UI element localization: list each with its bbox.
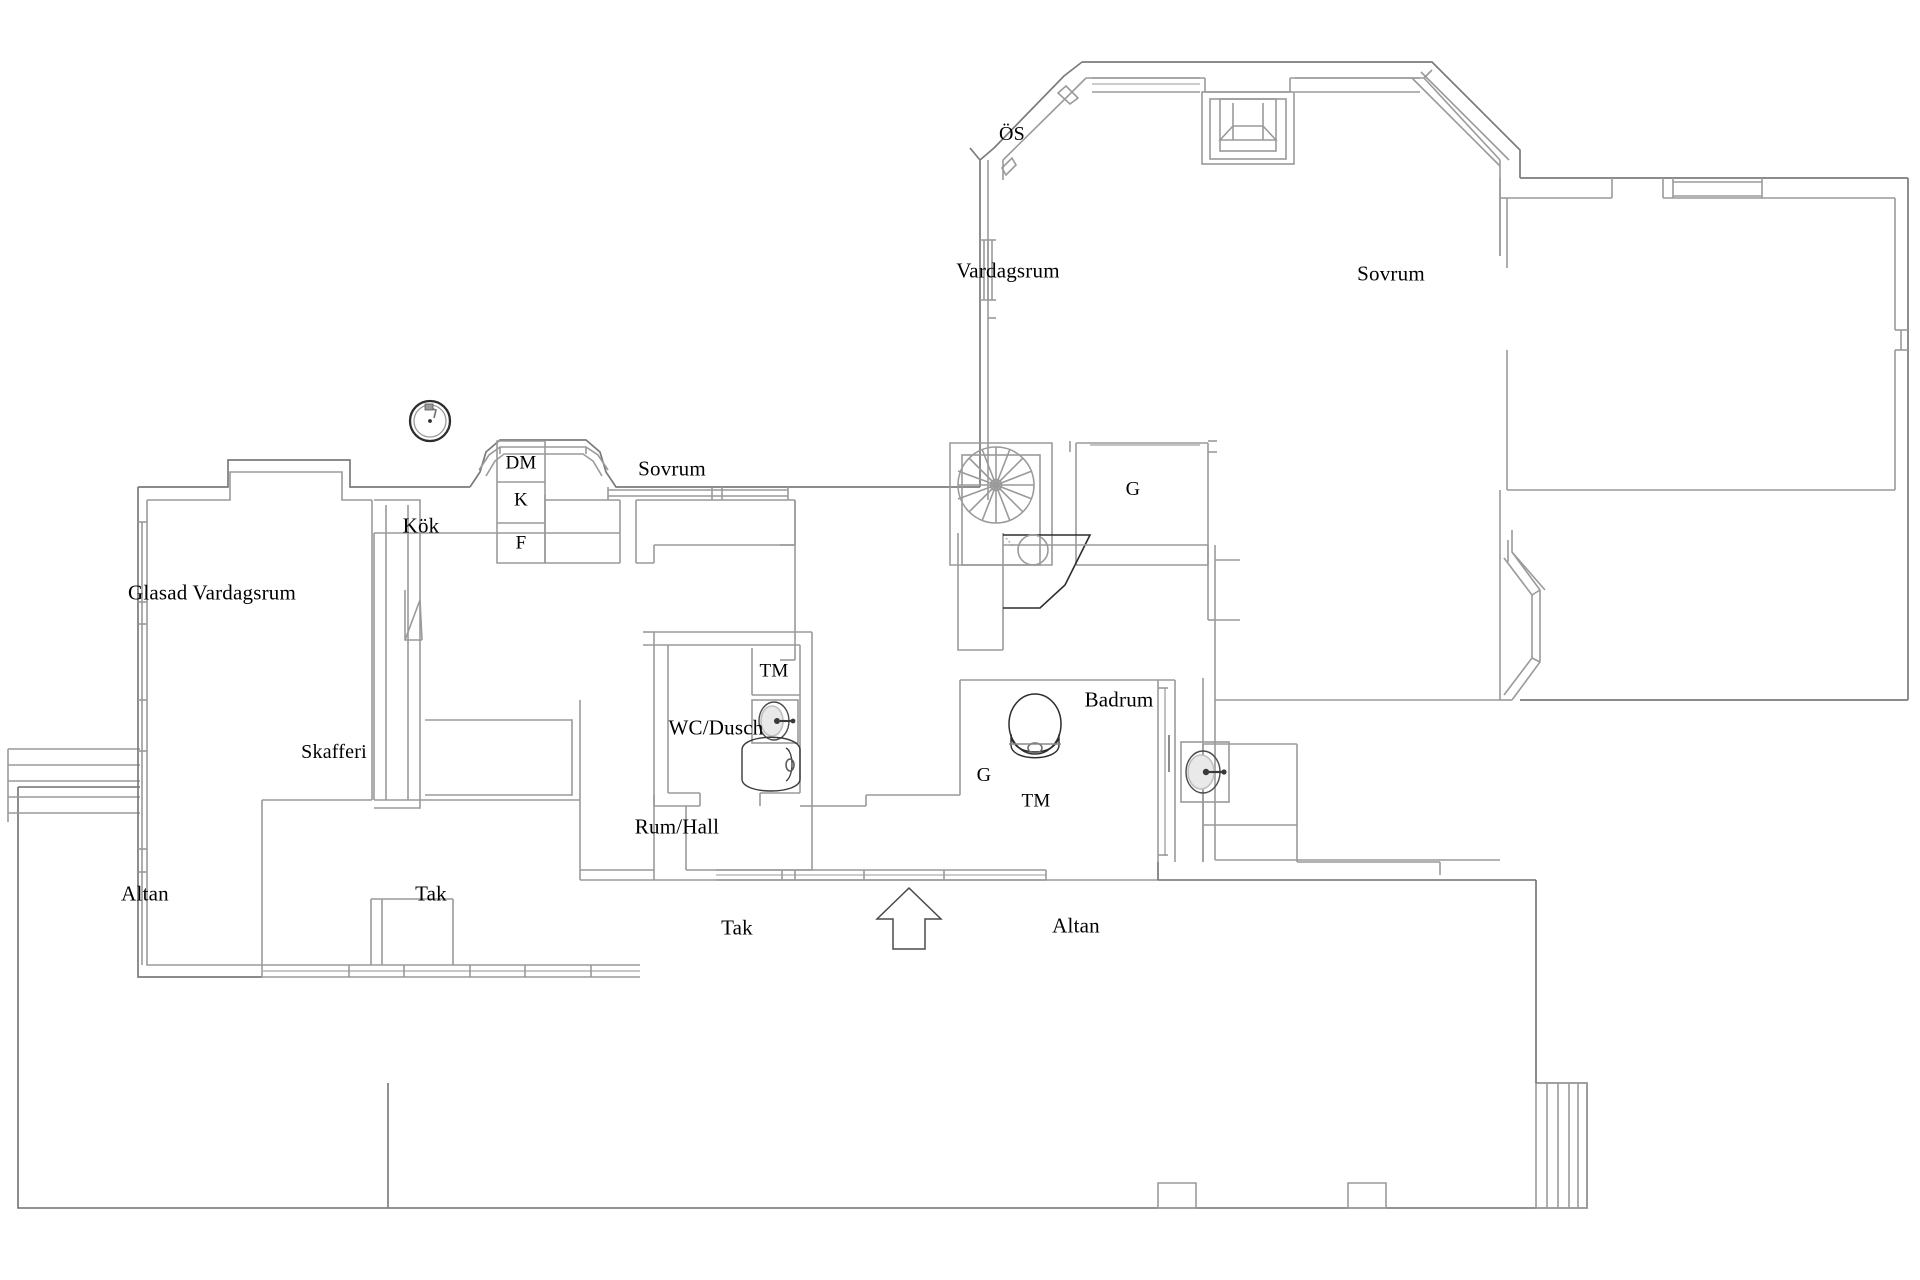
badrum-toilet-icon	[1008, 693, 1062, 759]
glasad-vardagsrum-walls	[146, 471, 373, 977]
wc-tm-unit	[751, 648, 800, 696]
left-deck-steps	[7, 748, 140, 822]
g-upper-door	[1069, 440, 1217, 453]
badrum-inner-walls	[1208, 559, 1240, 621]
label-dm: DM	[505, 452, 537, 474]
deck-outline	[17, 786, 1588, 1209]
badrum-walls	[1214, 490, 1501, 861]
badrum-south-opening	[1297, 861, 1441, 875]
center-sovrum-window	[607, 487, 789, 500]
label-kok: Kök	[402, 513, 440, 538]
badrum-east-bay	[1500, 530, 1546, 701]
entrance-arrow-icon	[875, 886, 943, 950]
right-deck-steps	[1535, 1082, 1588, 1209]
badrum-sink-icon	[1180, 741, 1230, 803]
corner-unit	[957, 533, 1092, 651]
vardagsrum-ne-window	[1411, 69, 1510, 167]
wc-dusch-walls	[653, 631, 813, 807]
vardagsrum-nw-window	[1001, 84, 1080, 177]
deck-posts	[1157, 1182, 1387, 1209]
label-g-lower: G	[976, 764, 992, 786]
corner-unit-outer	[1003, 544, 1209, 620]
os-fireplace-icon	[1201, 91, 1295, 165]
label-rum-hall: Rum/Hall	[634, 814, 720, 839]
wc-toilet-icon	[741, 736, 801, 792]
label-altan-right: Altan	[1052, 913, 1100, 938]
kitchen-door	[404, 590, 423, 641]
label-g-upper: G	[1125, 478, 1141, 500]
label-tak-center: Tak	[721, 915, 753, 940]
label-vardagsrum: Vardagsrum	[956, 258, 1060, 283]
g-upper-closet-walls	[1075, 442, 1209, 566]
wc-door-frame	[643, 631, 812, 807]
vardagsrum-walls	[1002, 77, 1501, 256]
kok-walls	[373, 532, 620, 801]
label-badrum: Badrum	[1084, 687, 1154, 712]
label-sovrum-center: Sovrum	[638, 456, 706, 481]
skafferi-walls	[370, 898, 454, 965]
label-tm-badrum: TM	[1021, 790, 1051, 812]
label-skafferi: Skafferi	[301, 741, 367, 763]
right-sovrum-east-window	[1895, 329, 1908, 351]
label-f: F	[515, 532, 527, 554]
hall-north-connector	[812, 679, 1158, 807]
label-altan-left: Altan	[121, 881, 169, 906]
vardagsrum-north-windows	[1092, 77, 1420, 93]
label-os: ÖS	[999, 123, 1025, 145]
kitchen-bay-window	[478, 446, 609, 477]
glass-wall-south	[262, 964, 640, 978]
center-vertical-wall	[987, 160, 996, 500]
center-sovrum-walls	[544, 495, 796, 564]
right-sovrum-walls	[1499, 178, 1896, 491]
label-sovrum-right: Sovrum	[1357, 261, 1425, 286]
right-sovrum-north-window	[1672, 178, 1763, 198]
glass-wall-west	[138, 521, 147, 965]
spiral-staircase-icon	[949, 442, 1053, 566]
label-k: K	[514, 489, 528, 511]
hall-south-windows	[716, 869, 1047, 881]
house-south-wall	[1157, 862, 1537, 1083]
label-tak-left: Tak	[415, 881, 447, 906]
kitchen-counter	[425, 719, 573, 796]
kitchen-partition	[374, 499, 421, 809]
vardagsrum-west-window	[980, 239, 989, 301]
center-lower-walls	[780, 500, 796, 661]
label-tm-wc: TM	[759, 660, 789, 682]
round-stove-icon	[408, 399, 452, 443]
label-glasad-vardagsrum: Glasad Vardagsrum	[127, 580, 297, 605]
wc-sink-icon	[751, 699, 799, 744]
label-wc-dusch: WC/Dusch	[668, 715, 764, 740]
